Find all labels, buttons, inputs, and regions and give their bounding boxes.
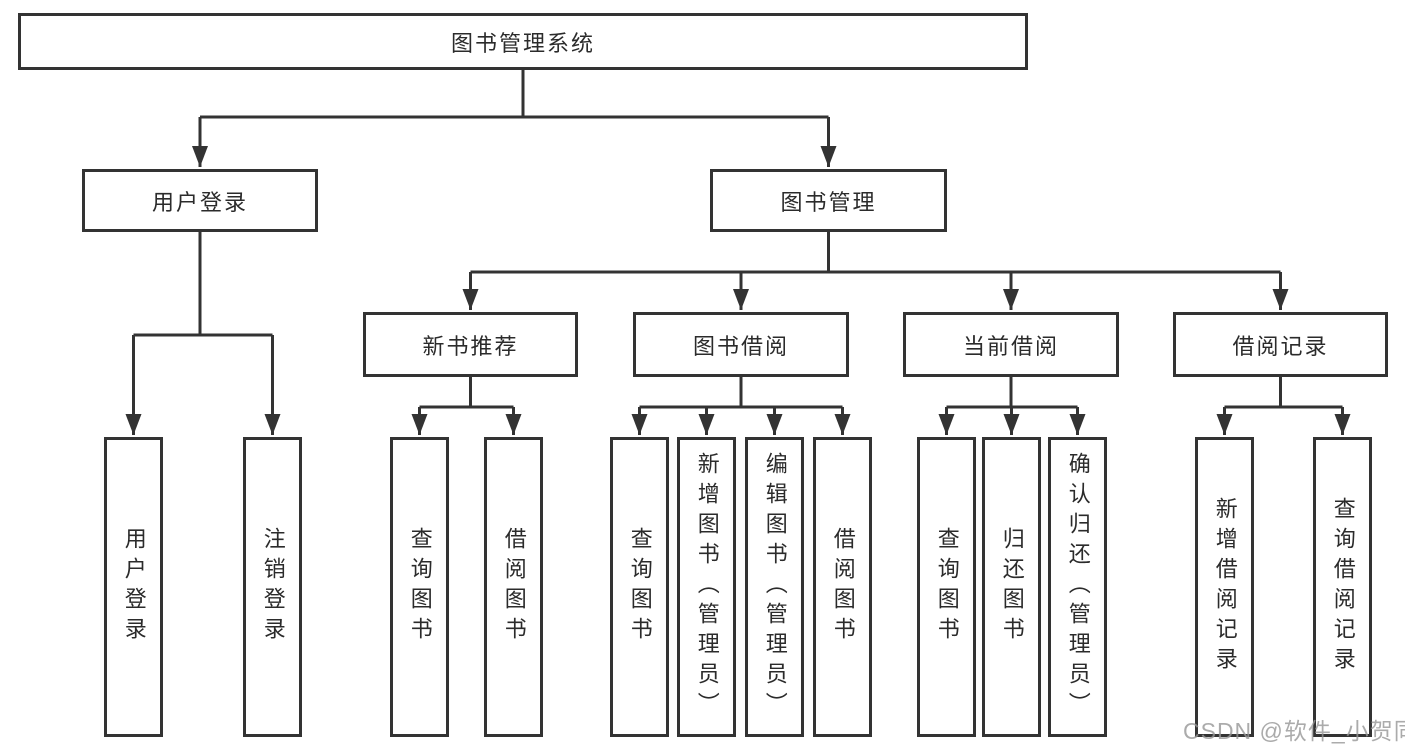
node-root: 图书管理系统	[18, 13, 1028, 70]
leaf-user-login: 用户登录	[104, 437, 163, 737]
node-book-borrowing: 图书借阅	[633, 312, 849, 377]
leaf-add-books-admin: 新增图书（管理员）	[677, 437, 736, 737]
leaf-borrow-books-borrow: 借阅图书	[813, 437, 872, 737]
leaf-return-books: 归还图书	[982, 437, 1041, 737]
watermark: CSDN @软件_小贺同学	[1183, 718, 1405, 744]
node-book-management: 图书管理	[710, 169, 947, 232]
leaf-query-books-current: 查询图书	[917, 437, 976, 737]
node-user-login: 用户登录	[82, 169, 318, 232]
leaf-logout: 注销登录	[243, 437, 302, 737]
leaf-query-books-borrow: 查询图书	[610, 437, 669, 737]
leaf-query-borrow-record: 查询借阅记录	[1313, 437, 1372, 737]
node-borrowing-records: 借阅记录	[1173, 312, 1388, 377]
leaf-edit-books-admin: 编辑图书（管理员）	[745, 437, 804, 737]
node-current-borrowing: 当前借阅	[903, 312, 1119, 377]
leaf-confirm-return-admin: 确认归还（管理员）	[1048, 437, 1107, 737]
leaf-add-borrow-record: 新增借阅记录	[1195, 437, 1254, 737]
node-new-book-recommendation: 新书推荐	[363, 312, 578, 377]
leaf-borrow-books-recommend: 借阅图书	[484, 437, 543, 737]
leaf-query-books-recommend: 查询图书	[390, 437, 449, 737]
